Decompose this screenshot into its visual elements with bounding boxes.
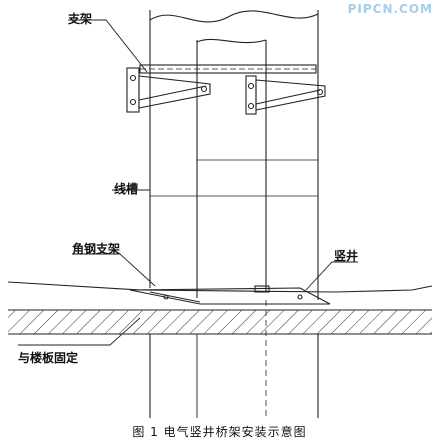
bolt	[129, 98, 137, 106]
watermark: PIPCN.COM	[347, 2, 433, 16]
bracket-left-truss	[138, 75, 211, 109]
leader-angle-steel	[72, 253, 156, 287]
label-bracket: 支架	[68, 12, 93, 26]
label-angle-steel-bracket: 角钢支架	[72, 242, 121, 256]
slab-opening	[150, 310, 318, 334]
label-floor-fixing: 与楼板固定	[18, 351, 79, 365]
label-cable-tray: 线槽	[114, 182, 139, 196]
bolt	[297, 294, 303, 300]
label-shaft: 竖井	[334, 249, 359, 263]
floor-slab-hatch	[8, 310, 432, 334]
bracket-left-diag	[138, 85, 207, 101]
angle-frame-inner	[149, 291, 201, 303]
bolt	[129, 74, 137, 82]
floor-slab-top	[7, 281, 433, 293]
angle-frame	[129, 287, 331, 305]
figure-caption: 图 1 电气竖井桥架安装示意图	[132, 425, 307, 439]
bolt	[200, 85, 208, 93]
angle-frame-pad	[254, 285, 270, 293]
bolt	[247, 82, 255, 90]
bracket-left-plate	[126, 67, 140, 113]
bolt	[163, 294, 169, 300]
bolt	[316, 88, 324, 96]
leader-bracket	[68, 19, 148, 73]
bracket-right-diag	[255, 89, 321, 105]
tray-top-break-inner	[196, 38, 267, 44]
leader-shaft	[305, 261, 358, 291]
tray-top-break	[149, 10, 319, 23]
bolt	[247, 102, 255, 110]
bracket-right-truss	[255, 79, 326, 111]
